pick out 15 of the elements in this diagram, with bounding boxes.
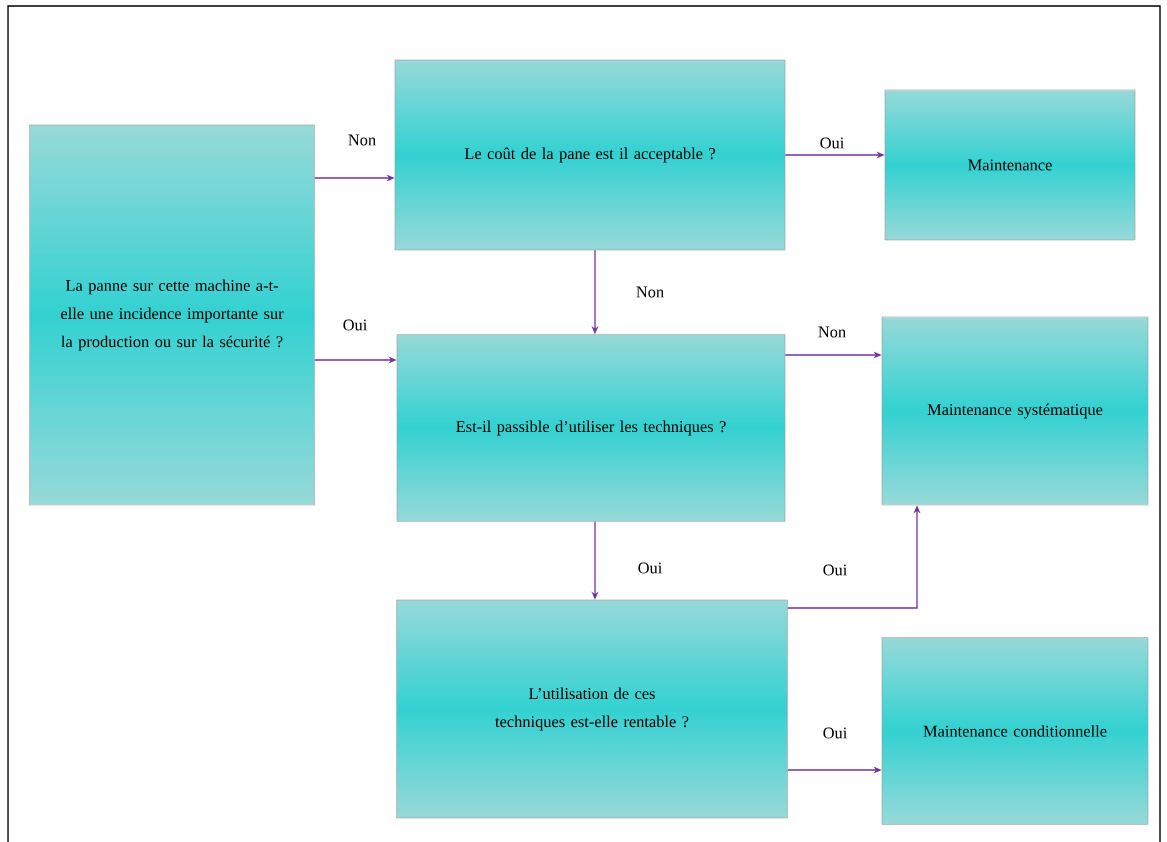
edge-label: Oui [341,318,369,332]
edge-label: Oui [636,561,664,575]
edge-label: Oui [821,726,849,740]
process-box: Maintenance conditionnelle [881,637,1149,825]
process-box: La panne sur cette machine a-t-elle une incidence importante sur la production ou sur la sécurité ? [29,124,315,506]
edge-label: Oui [818,136,846,150]
process-box: Maintenance systématique [881,316,1149,506]
edge-label: Non [346,133,378,147]
process-box: Le coût de la pane est il acceptable ? [394,59,786,251]
process-box: L’utilisation de ces techniques est-elle rentable ? [396,599,788,819]
edge-label: Non [634,285,666,299]
edge-label: Non [816,325,848,339]
edge-label: Oui [821,563,849,577]
process-box: Est-il passible d’utiliser les techniques ? [396,334,786,522]
process-box: Maintenance [884,89,1136,241]
